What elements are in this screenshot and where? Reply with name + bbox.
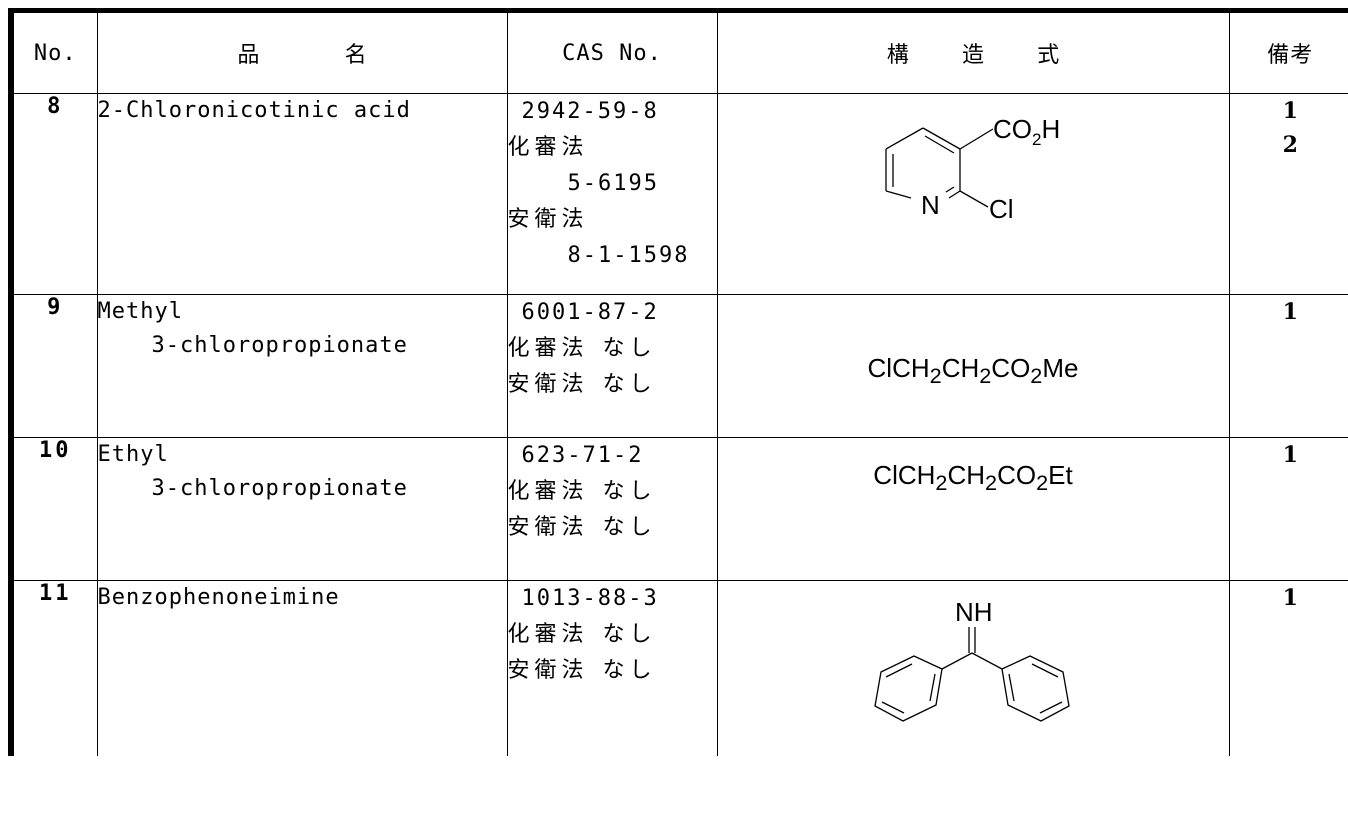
- anei-label: 安衛法: [507, 207, 589, 232]
- ring-bond: [922, 127, 961, 150]
- substance-name-line: Methyl: [97, 299, 183, 324]
- pyridine-structure: N CO2H Cl: [885, 114, 1060, 224]
- table-row: 10 Ethyl 3-chloropropionate 623-71-2 化審法…: [8, 437, 1348, 581]
- cas-info: 1013-88-3 化審法なし 安衛法なし: [506, 580, 718, 756]
- remarks: 1: [1228, 294, 1348, 438]
- remarks: 1 2: [1228, 93, 1348, 295]
- row-number: 10: [8, 437, 98, 581]
- row-number: 8: [8, 93, 98, 295]
- ring-bond: [885, 190, 912, 199]
- cas-number: 6001-87-2: [521, 300, 659, 325]
- carboxyl-label: CO2H: [993, 114, 1060, 149]
- left-benzene-ring: [874, 655, 943, 722]
- bond-chloro: [959, 190, 989, 208]
- ring-double-bond: [1031, 663, 1059, 678]
- ring-double-bond: [929, 673, 936, 702]
- table-row: 9 Methyl 3-chloropropionate 6001-87-2 化審…: [8, 294, 1348, 438]
- structure-cell: ClCH2CH2CO2Et: [716, 437, 1230, 581]
- substance-table: No. 品 名 CAS No. 構 造 式 備考 8 2-Chloronicot…: [8, 8, 1348, 756]
- row-number: 9: [8, 294, 98, 438]
- ring-double-bond: [881, 701, 905, 714]
- bond-right-ring: [971, 652, 1003, 670]
- kashin-value: なし: [602, 622, 657, 647]
- imine-label: NH: [955, 597, 993, 627]
- header-name: 品 名: [96, 8, 508, 94]
- substance-name-line: 3-chloropropionate: [151, 476, 408, 501]
- chemical-formula: ClCH2CH2CO2Me: [867, 353, 1079, 389]
- ring-bond: [948, 190, 961, 199]
- ring-bond: [885, 127, 924, 150]
- ring-atom-label: N: [921, 190, 940, 220]
- anei-label: 安衛法: [507, 515, 589, 540]
- cas-number: 1013-88-3: [521, 586, 659, 611]
- cas-number: 2942-59-8: [521, 99, 659, 124]
- table-row: 11 Benzophenoneimine 1013-88-3 化審法なし 安衛法…: [8, 580, 1348, 756]
- substance-name-line: Benzophenoneimine: [97, 585, 340, 610]
- kashin-label: 化審法: [507, 336, 589, 361]
- header-structure: 構 造 式: [716, 8, 1230, 94]
- bond-left-ring: [941, 652, 973, 670]
- right-benzene-ring: [1001, 655, 1070, 722]
- row-number: 11: [8, 580, 98, 756]
- substance-name-line: 3-chloropropionate: [151, 333, 408, 358]
- remark-item: 1: [1282, 585, 1298, 611]
- ring-double-bond: [945, 186, 955, 193]
- remark-item: 1: [1282, 442, 1298, 468]
- remarks: 1: [1228, 580, 1348, 756]
- anei-value: なし: [602, 658, 657, 683]
- structure-cell: ClCH2CH2CO2Me: [716, 294, 1230, 438]
- header-remarks: 備考: [1228, 8, 1348, 94]
- table-row: 8 2-Chloronicotinic acid 2942-59-8 化審法 5…: [8, 93, 1348, 295]
- structure-cell: NH: [716, 580, 1230, 756]
- substance-name-line: Ethyl: [97, 442, 169, 467]
- anei-value: なし: [602, 372, 657, 397]
- chemical-formula: ClCH2CH2CO2Et: [873, 460, 1073, 496]
- cas-number: 623-71-2: [521, 443, 644, 468]
- bond-carboxyl: [959, 128, 994, 150]
- substance-name: Ethyl 3-chloropropionate: [96, 437, 508, 581]
- header-cas: CAS No.: [506, 8, 718, 94]
- remark-item: 1: [1282, 299, 1298, 325]
- substance-name: Benzophenoneimine: [96, 580, 508, 756]
- remark-item: 1: [1282, 98, 1298, 124]
- kashin-value: なし: [602, 479, 657, 504]
- kashin-label: 化審法: [507, 479, 589, 504]
- kashin-value: 5-6195: [567, 171, 659, 196]
- structure-cell: N CO2H Cl: [716, 93, 1230, 295]
- anei-label: 安衛法: [507, 372, 589, 397]
- anei-label: 安衛法: [507, 658, 589, 683]
- substance-name-line: 2-Chloronicotinic acid: [97, 98, 411, 123]
- ring-double-bond: [1039, 701, 1063, 714]
- kashin-value: なし: [602, 336, 657, 361]
- kashin-label: 化審法: [507, 135, 589, 160]
- header-row: No. 品 名 CAS No. 構 造 式 備考: [8, 8, 1348, 94]
- benzophenoneimine-structure: NH: [874, 597, 1070, 722]
- remarks: 1: [1228, 437, 1348, 581]
- anei-value: 8-1-1598: [567, 243, 690, 268]
- header-no: No.: [8, 8, 98, 94]
- remark-item: 2: [1282, 132, 1298, 158]
- ring-double-bond: [924, 135, 955, 154]
- substance-name: 2-Chloronicotinic acid: [96, 93, 508, 295]
- anei-value: なし: [602, 515, 657, 540]
- cas-info: 6001-87-2 化審法なし 安衛法なし: [506, 294, 718, 438]
- ring-double-bond: [885, 663, 913, 678]
- chloro-label: Cl: [989, 194, 1014, 224]
- cas-info: 623-71-2 化審法なし 安衛法なし: [506, 437, 718, 581]
- kashin-label: 化審法: [507, 622, 589, 647]
- ring-double-bond: [1008, 673, 1015, 702]
- cas-info: 2942-59-8 化審法 5-6195 安衛法 8-1-1598: [506, 93, 718, 295]
- substance-name: Methyl 3-chloropropionate: [96, 294, 508, 438]
